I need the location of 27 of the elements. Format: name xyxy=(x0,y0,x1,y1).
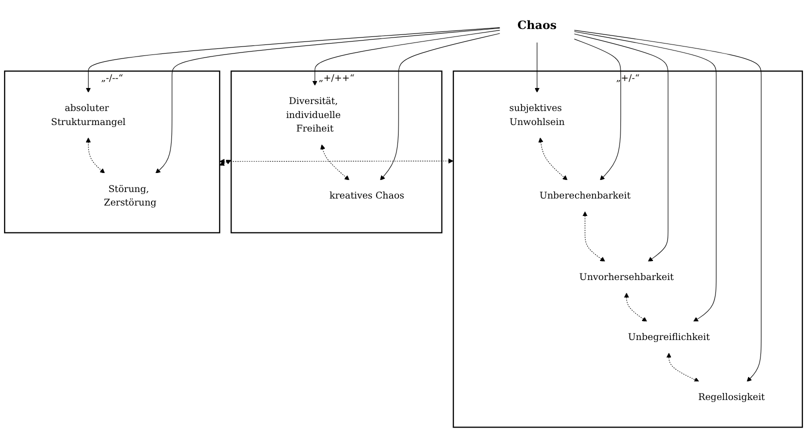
arrow xyxy=(155,27,500,174)
arrow xyxy=(538,137,568,180)
arrow xyxy=(86,137,105,174)
arrow xyxy=(86,26,500,92)
arrow xyxy=(320,144,350,180)
arrow xyxy=(380,32,500,180)
arrow xyxy=(219,159,232,166)
node-text: Diversität, individuelle Freiheit xyxy=(286,94,341,134)
arrow xyxy=(574,29,762,382)
node-text: Regellosigkeit xyxy=(698,391,765,402)
node-text: kreatives Chaos xyxy=(329,190,404,201)
node-text: Unberechenbarkeit xyxy=(539,190,631,201)
node-text: subjektives Unwohlsein xyxy=(509,102,565,127)
arrow xyxy=(312,29,500,86)
arrow xyxy=(624,292,648,322)
arrow xyxy=(534,42,540,92)
arrow xyxy=(219,158,454,164)
arrow xyxy=(574,38,622,180)
arrow xyxy=(666,352,700,382)
arrow xyxy=(574,33,668,262)
node-text: Störung, Zerstörung xyxy=(104,182,156,208)
node-text: Unbegreiflichkeit xyxy=(628,331,710,342)
node-text: Unvorhersehbarkeit xyxy=(579,270,674,282)
node-text: Chaos xyxy=(517,18,557,32)
node-text: absoluter Strukturmangel xyxy=(51,102,126,127)
arrow xyxy=(574,30,716,322)
arrow xyxy=(582,210,606,262)
